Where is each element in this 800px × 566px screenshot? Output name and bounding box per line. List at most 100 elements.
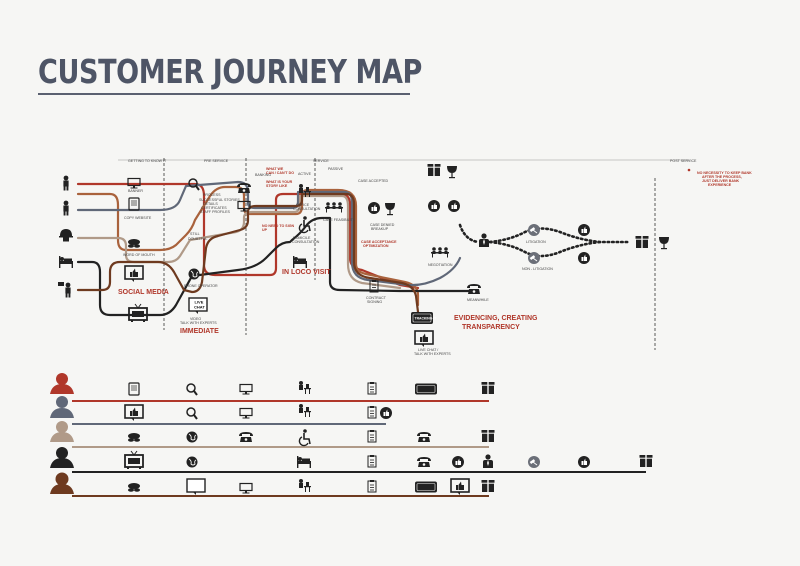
- tv-icon: [128, 303, 148, 323]
- label-video: VIDEO: [190, 317, 201, 321]
- label-breakup: BREAKUP: [371, 227, 389, 231]
- post-note-1: NO NECESSITY TO KEEP BANK: [697, 171, 752, 175]
- label-meanwhile: MEANWHILE: [467, 298, 489, 302]
- cluster-glass-icon: [447, 166, 457, 179]
- non-litigation-thumb-icon: [578, 252, 590, 264]
- phase-pre-service: PRE SERVICE: [204, 159, 229, 163]
- social-media-icon: [124, 265, 144, 283]
- lane-3: [50, 421, 495, 448]
- cluster-gift-icon: [427, 164, 441, 176]
- label-up: UP: [262, 228, 268, 232]
- label-office-consultation: CONSULTATION: [293, 207, 321, 211]
- label-case-acceptance: CASE ACCEPTANCE: [361, 240, 397, 244]
- label-phone-operator: PHONE OPERATOR: [184, 284, 218, 288]
- persona-5-icon: [65, 282, 71, 298]
- litigation-thumb-icon: [578, 224, 590, 236]
- label-copy-website: COPY WEBSITE: [124, 216, 152, 220]
- final-glass-icon: [659, 237, 669, 250]
- left-personas: [58, 175, 73, 298]
- label-doubtful: DOUBTFUL: [188, 237, 207, 241]
- non-litigation-gavel-icon: [527, 251, 541, 265]
- case-accepted-thumb-icon: [368, 202, 380, 214]
- label-non-litigation: NON - LITIGATION: [522, 267, 553, 271]
- dotted-to-negotiation: [458, 223, 480, 244]
- label-still: STILL: [190, 232, 200, 236]
- live-chat-line2: CHAT: [194, 305, 205, 310]
- in-loco-bed-icon: [293, 256, 307, 268]
- label-banner: BANNER: [128, 189, 143, 193]
- phone-operator-globe-icon: [188, 268, 200, 280]
- persona-5-speech-icon: [58, 282, 64, 286]
- lane-5: [50, 472, 495, 497]
- phase-banking: BANKING: [255, 173, 271, 177]
- cluster-thumb-icon: [428, 200, 440, 212]
- label-what-is-story: WHAT IS YOUR: [266, 180, 293, 184]
- persona-3-helmet-icon: [59, 229, 73, 242]
- post-note-4: EXPERIENCE: [708, 183, 732, 187]
- callout-immediate: IMMEDIATE: [180, 328, 219, 335]
- label-domicile-consultation: CONSULTATION: [292, 240, 320, 244]
- phase-post-service: POST SERVICE: [670, 159, 697, 163]
- lane-1: [50, 373, 495, 402]
- persona-1-icon: [63, 175, 69, 191]
- label-litigation: LITIGATION: [526, 240, 546, 244]
- case-accepted-glass-icon: [385, 203, 395, 216]
- label-process: PROCESS: [203, 193, 221, 197]
- path-red: [76, 182, 420, 290]
- negotiation-meeting-icon: [431, 247, 449, 258]
- callout-social-media: SOCIAL MEDIA: [118, 289, 169, 296]
- label-story-like: STORY LIKE: [266, 184, 288, 188]
- path-dark: [76, 216, 472, 317]
- phase-service: SERVICE: [313, 159, 329, 163]
- label-live-chat-experts: TALK WITH EXPERTS: [414, 352, 451, 356]
- label-can-cant: CAN / CAN'T DO: [266, 171, 294, 175]
- cluster-thumbdown-icon: [448, 200, 460, 212]
- negotiation-paths: [458, 223, 632, 258]
- website-tablet-icon: [128, 197, 140, 211]
- litigation-gavel-icon: [527, 223, 541, 237]
- path-tan: [76, 194, 402, 290]
- label-office: OFFICE: [296, 203, 310, 207]
- label-process-sub4: STAFF PROFILES: [200, 210, 230, 214]
- label-talk-experts: TALK WITH EXPERTS: [180, 321, 217, 325]
- path-slate: [76, 180, 462, 287]
- evidencing-thumb-screen-icon: [414, 330, 434, 348]
- lane-2: [50, 396, 392, 425]
- persona-4-bed-icon: [59, 256, 73, 268]
- label-live-chat: LIVE CHAT /: [418, 348, 438, 352]
- label-no-need: NO NEED TO SIGN: [262, 224, 294, 228]
- phase-active: ACTIVE: [298, 172, 312, 176]
- label-negotiation: NEGOTIATION: [428, 263, 453, 267]
- tracking-box: TRACKING IT: [411, 312, 437, 324]
- label-signing: SIGNING: [367, 300, 382, 304]
- label-process-sub2: DETAILS: [203, 202, 218, 206]
- final-gift-icon: [635, 236, 649, 248]
- callout-evidencing: EVIDENCING, CREATING: [454, 315, 538, 322]
- label-domicile: DOMICILE: [293, 236, 311, 240]
- negotiation-businessman-icon: [479, 233, 489, 247]
- phase-passive: PASSIVE: [328, 167, 344, 171]
- post-service-dot: [687, 168, 691, 172]
- label-case-denied: CASE DENIED: [370, 223, 395, 227]
- label-process-sub3: CERTIFICATES: [201, 206, 227, 210]
- post-note-3: JUST DELIVER BANK: [702, 179, 740, 183]
- meanwhile-phone-icon: [467, 284, 481, 294]
- label-case-accepted: CASE ACCEPTED: [358, 179, 389, 183]
- persona-lanes: [50, 373, 653, 497]
- page-title: CUSTOMER JOURNEY MAP: [38, 52, 422, 91]
- persona-2-icon: [63, 200, 69, 216]
- live-chat-line1: LIVE: [195, 300, 204, 305]
- word-of-mouth-icon: [128, 239, 140, 248]
- label-word-of-mouth: WORD OF MOUTH: [123, 253, 155, 257]
- dotted-litigation-path: [488, 227, 632, 244]
- label-optimization: OPTIMIZATION: [363, 244, 389, 248]
- callout-transparency: TRANSPARENCY: [462, 324, 520, 331]
- path-brown: [76, 192, 420, 314]
- journey-paths: [76, 180, 472, 317]
- lane-4: [50, 447, 653, 473]
- post-note-2: AFTER THE PROCESS,: [702, 175, 742, 179]
- label-contract: CONTRACT: [366, 296, 387, 300]
- callout-in-loco-visit: IN LOCO VISIT: [282, 269, 331, 276]
- live-chat-box: LIVE CHAT: [188, 297, 208, 314]
